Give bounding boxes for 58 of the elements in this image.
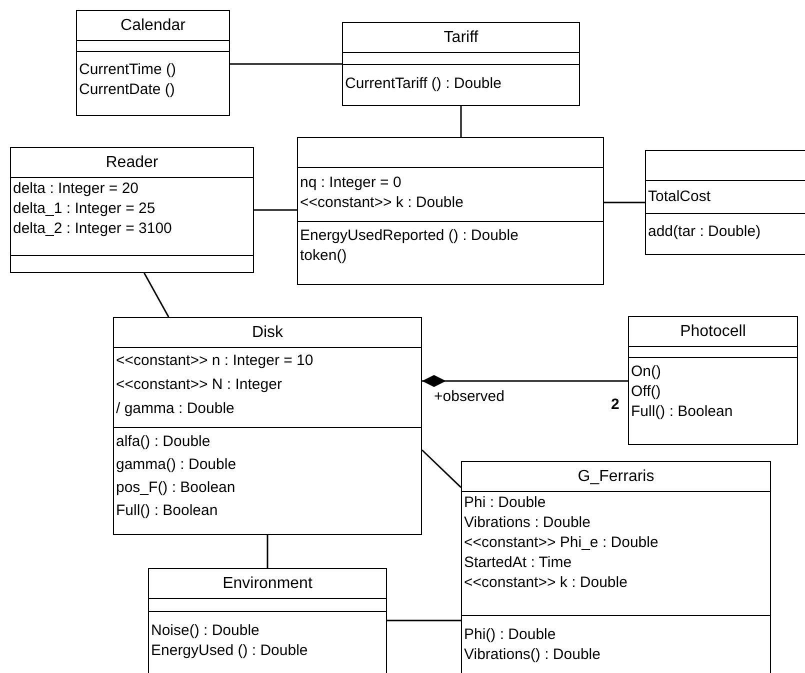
method-text: CurrentTime () xyxy=(79,60,177,80)
method-text: On() xyxy=(631,362,662,382)
method-text: add(tar : Double) xyxy=(648,222,762,242)
class-box xyxy=(113,317,422,535)
class-name: Environment xyxy=(222,574,312,592)
class-name: Disk xyxy=(252,324,284,342)
class-name: Reader xyxy=(106,154,158,172)
method-text: EnergyUsed () : Double xyxy=(151,641,309,661)
class-box xyxy=(10,147,254,273)
class-name: Photocell xyxy=(680,322,746,340)
association-line xyxy=(460,106,462,137)
method-text: CurrentTariff () : Double xyxy=(345,74,502,94)
method-text: Noise() : Double xyxy=(151,621,260,641)
method-text: alfa() : Double xyxy=(116,432,212,452)
class-box xyxy=(76,10,230,116)
association-line xyxy=(421,449,462,488)
attribute-text: <<constant>> k : Double xyxy=(464,573,628,593)
association-line xyxy=(604,202,645,204)
method-text: Phi() : Double xyxy=(464,625,557,645)
method-text: Full() : Boolean xyxy=(116,501,219,521)
composition-line xyxy=(422,375,628,387)
class-box xyxy=(297,137,604,285)
attribute-text: <<constant>> N : Integer xyxy=(116,375,283,395)
method-text: pos_F() : Boolean xyxy=(116,478,236,498)
attribute-text: delta : Integer = 20 xyxy=(13,179,140,199)
attribute-text: delta_1 : Integer = 25 xyxy=(13,199,156,219)
attribute-text: Phi : Double xyxy=(464,493,547,513)
class-box xyxy=(645,150,805,255)
class-box xyxy=(342,22,580,106)
attribute-text: delta_2 : Integer = 3100 xyxy=(13,219,173,239)
attribute-text: StartedAt : Time xyxy=(464,553,573,573)
attribute-text: <<constant>> k : Double xyxy=(300,193,464,213)
attribute-text: Vibrations : Double xyxy=(464,513,592,533)
method-text: CurrentDate () xyxy=(79,80,176,100)
association-line xyxy=(266,535,268,568)
method-text: gamma() : Double xyxy=(116,455,238,475)
attribute-text: nq : Integer = 0 xyxy=(300,173,402,193)
method-text: Vibrations() : Double xyxy=(464,645,602,665)
class-name: Tariff xyxy=(444,28,478,46)
attribute-text: TotalCost xyxy=(648,187,712,207)
method-text: EnergyUsedReported () : Double xyxy=(300,226,520,246)
method-text: token() xyxy=(300,246,348,266)
attribute-text: / gamma : Double xyxy=(116,399,236,419)
class-box xyxy=(461,461,771,673)
class-box xyxy=(148,568,387,673)
class-box xyxy=(628,316,798,445)
method-text: Off() xyxy=(631,382,662,402)
attribute-text: <<constant>> n : Integer = 10 xyxy=(116,351,314,371)
multiplicity-label: 2 xyxy=(611,396,620,413)
association-line xyxy=(387,620,461,622)
class-name: G_Ferraris xyxy=(578,468,654,486)
attribute-text: <<constant>> Phi_e : Double xyxy=(464,533,660,553)
role-label: +observed xyxy=(434,388,504,405)
association-line xyxy=(230,63,342,65)
association-line xyxy=(254,209,297,211)
class-name: Calendar xyxy=(120,16,186,34)
method-text: Full() : Boolean xyxy=(631,402,734,422)
association-line xyxy=(144,272,170,318)
